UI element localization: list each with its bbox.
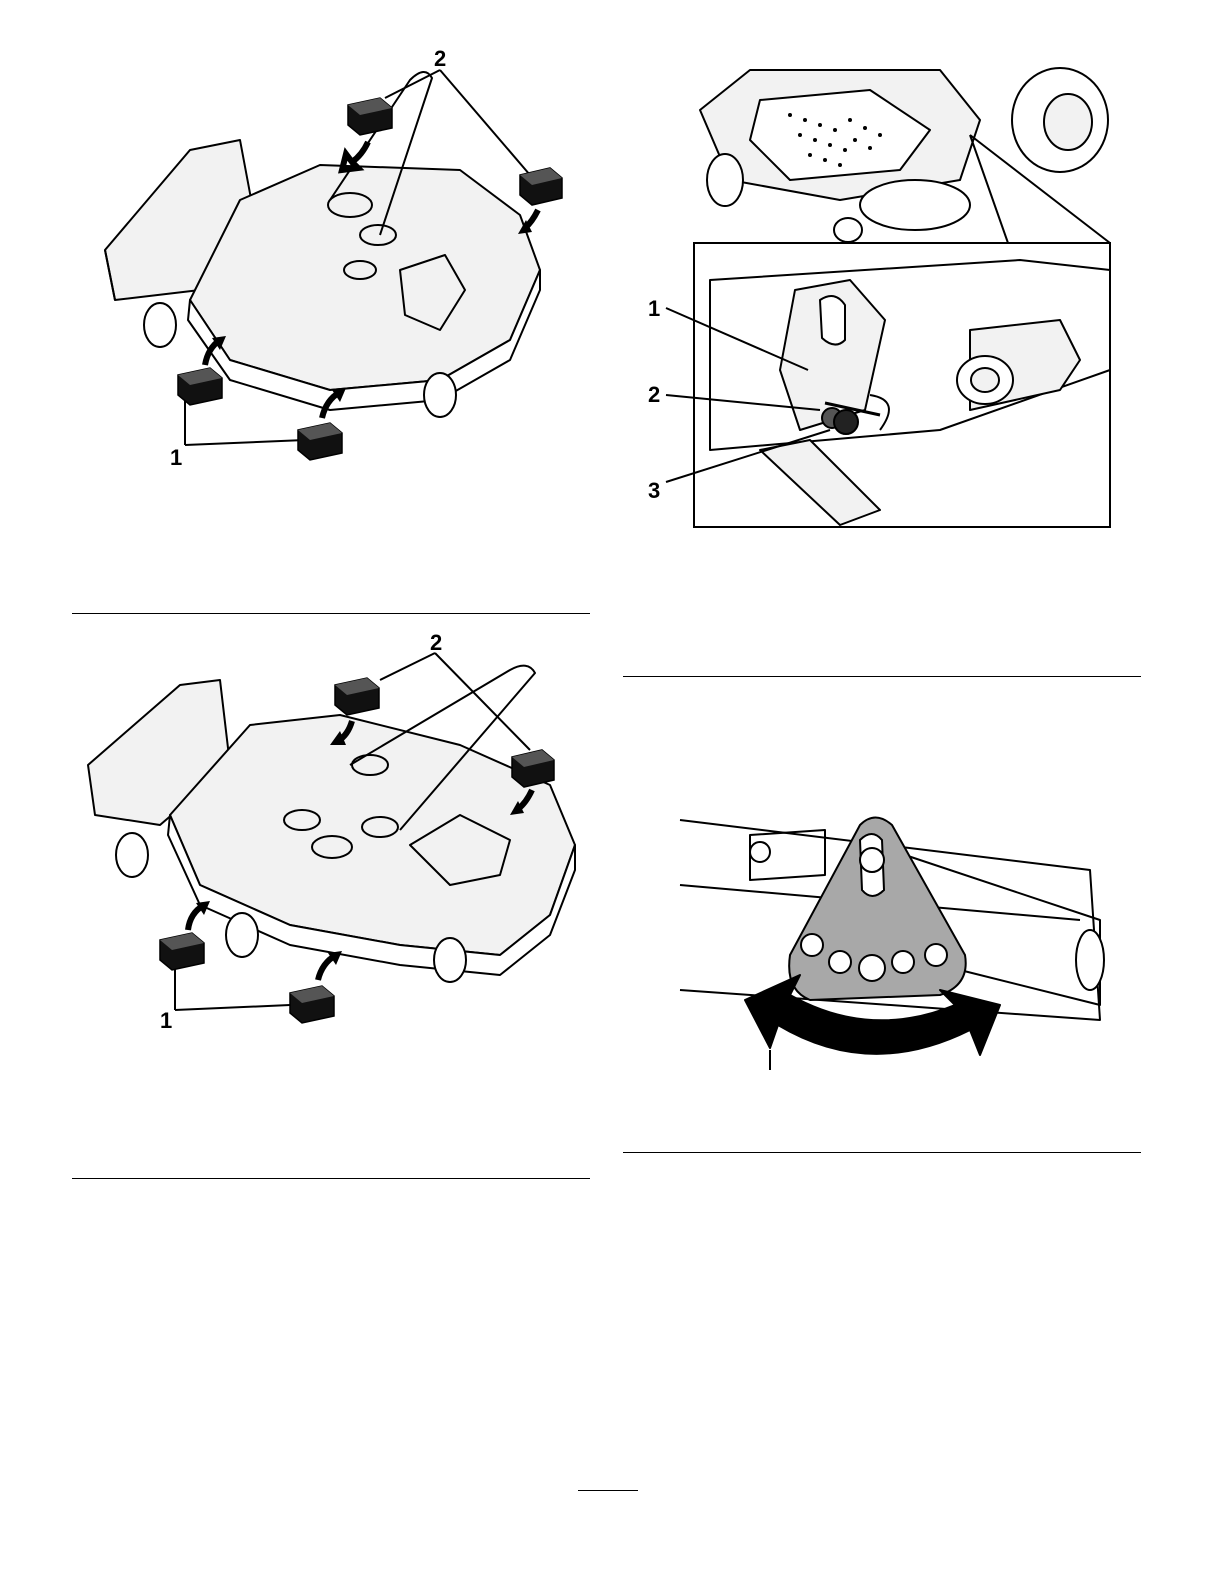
bracket-rotation-illustration: [660, 790, 1110, 1090]
page-number-rule: [578, 1490, 638, 1491]
callout-2: 2: [434, 46, 446, 71]
wood-block-icon: [160, 933, 204, 970]
height-bracket-illustration: 1 2 3: [640, 40, 1120, 540]
wood-block-icon: [178, 368, 222, 405]
wood-block-icon: [290, 986, 334, 1023]
wood-block-icon: [335, 678, 379, 715]
figure-deck-large: 2 1: [80, 625, 600, 1045]
callout-2: 2: [430, 630, 442, 655]
section-divider: [72, 613, 590, 614]
callout-1: 1: [170, 445, 182, 470]
figure-height-bracket: 1 2 3: [640, 40, 1120, 540]
section-divider: [623, 676, 1141, 677]
wood-block-icon: [520, 168, 562, 205]
wood-block-icon: [298, 423, 342, 460]
wood-block-icon: [512, 750, 554, 787]
callout-1: 1: [160, 1008, 172, 1033]
figure-deck-small: 2 1: [80, 40, 600, 480]
deck-small-illustration: 2 1: [80, 40, 600, 480]
section-divider: [72, 1178, 590, 1179]
callout-2: 2: [648, 382, 660, 407]
callout-3: 3: [648, 478, 660, 503]
callout-1: 1: [648, 296, 660, 321]
wood-block-icon: [348, 98, 392, 135]
section-divider: [623, 1152, 1141, 1153]
deck-large-illustration: 2 1: [80, 625, 600, 1045]
figure-bracket-rotation: [660, 790, 1110, 1090]
